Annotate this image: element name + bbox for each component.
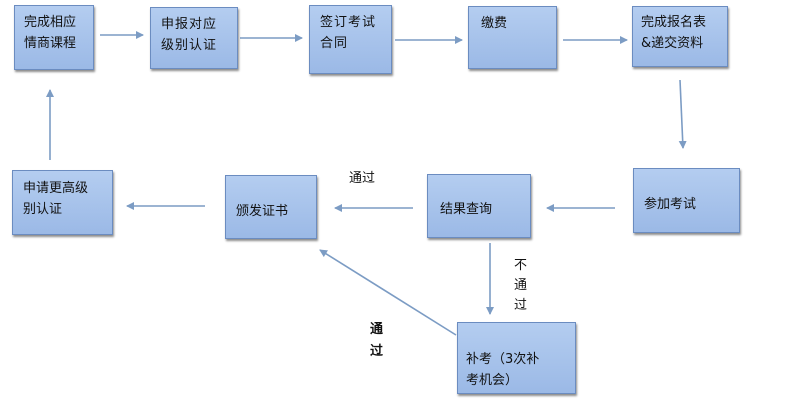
step-apply-higher-level: 申请更高级 别认证 xyxy=(12,170,113,235)
step-check-result: 结果查询 xyxy=(427,174,531,238)
step-sign-exam-contract: 签订考试 合同 xyxy=(309,5,392,74)
step-registration-form: 完成报名表 &递交资料 xyxy=(632,6,728,67)
arrow-retake-to-certificate xyxy=(319,249,457,336)
step-retake-exam: 补考（3次补 考机会） xyxy=(457,322,576,394)
step-complete-course: 完成相应 情商课程 xyxy=(14,5,94,70)
step-payment: 缴费 xyxy=(468,6,557,69)
step-apply-level-certification: 申报对应 级别认证 xyxy=(150,7,238,69)
step-take-exam: 参加考试 xyxy=(633,168,740,233)
step-issue-certificate: 颁发证书 xyxy=(225,175,317,239)
label-pass-bottom: 通 过 xyxy=(370,322,384,359)
label-pass-top: 通过 xyxy=(349,171,376,186)
label-fail: 不 通 过 xyxy=(514,258,528,313)
arrow-registration-to-exam xyxy=(678,79,687,149)
